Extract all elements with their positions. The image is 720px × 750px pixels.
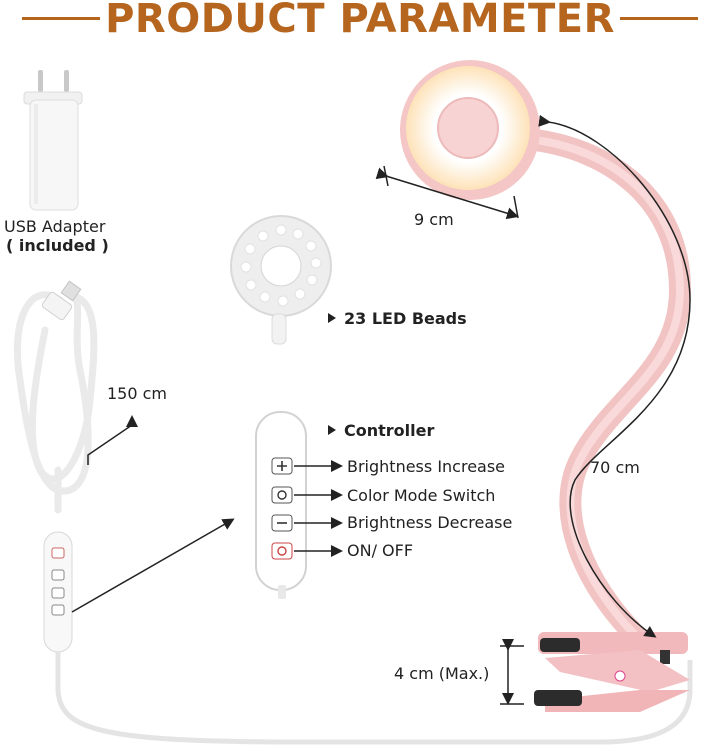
- controller-body-icon: [255, 411, 307, 599]
- controller-title-text: Controller: [344, 421, 435, 440]
- led-beads-label: 23 LED Beads: [328, 309, 467, 329]
- led-beads-text: 23 LED Beads: [344, 309, 467, 328]
- controller-button-power-icon: [271, 542, 293, 560]
- title-rule-left: [22, 17, 100, 20]
- usb-adapter-note: ( included ): [6, 236, 109, 255]
- triangle-bullet-icon: [328, 425, 336, 435]
- cable-length-label: 150 cm: [107, 384, 168, 403]
- lamp-diameter-label: 9 cm: [414, 210, 454, 229]
- usb-adapter-label: USB Adapter: [4, 217, 106, 236]
- inline-controller-icon: [43, 531, 693, 745]
- controller-button-label-increase: Brightness Increase: [347, 457, 506, 476]
- usb-plug-icon: [41, 280, 82, 321]
- triangle-bullet-icon: [328, 313, 336, 323]
- controller-button-plus-icon: [271, 457, 293, 475]
- controller-button-color-mode-icon: [271, 486, 293, 504]
- controller-title: Controller: [328, 421, 434, 441]
- controller-button-minus-icon: [271, 514, 293, 532]
- led-ring-preview-icon: [230, 215, 332, 345]
- controller-button-label-power: ON/ OFF: [347, 541, 414, 560]
- clip-opening-label: 4 cm (Max.): [394, 664, 490, 683]
- controller-button-label-decrease: Brightness Decrease: [347, 513, 513, 532]
- clamp-icon: [534, 632, 690, 712]
- usb-cable-icon: [13, 286, 98, 514]
- controller-button-label-color-mode: Color Mode Switch: [347, 486, 496, 505]
- desk-lamp-icon: [400, 60, 692, 651]
- usb-adapter-icon: [23, 70, 83, 211]
- page-title: PRODUCT PARAMETER: [105, 0, 615, 42]
- gooseneck-length-label: 70 cm: [590, 458, 640, 477]
- title-rule-right: [620, 17, 698, 20]
